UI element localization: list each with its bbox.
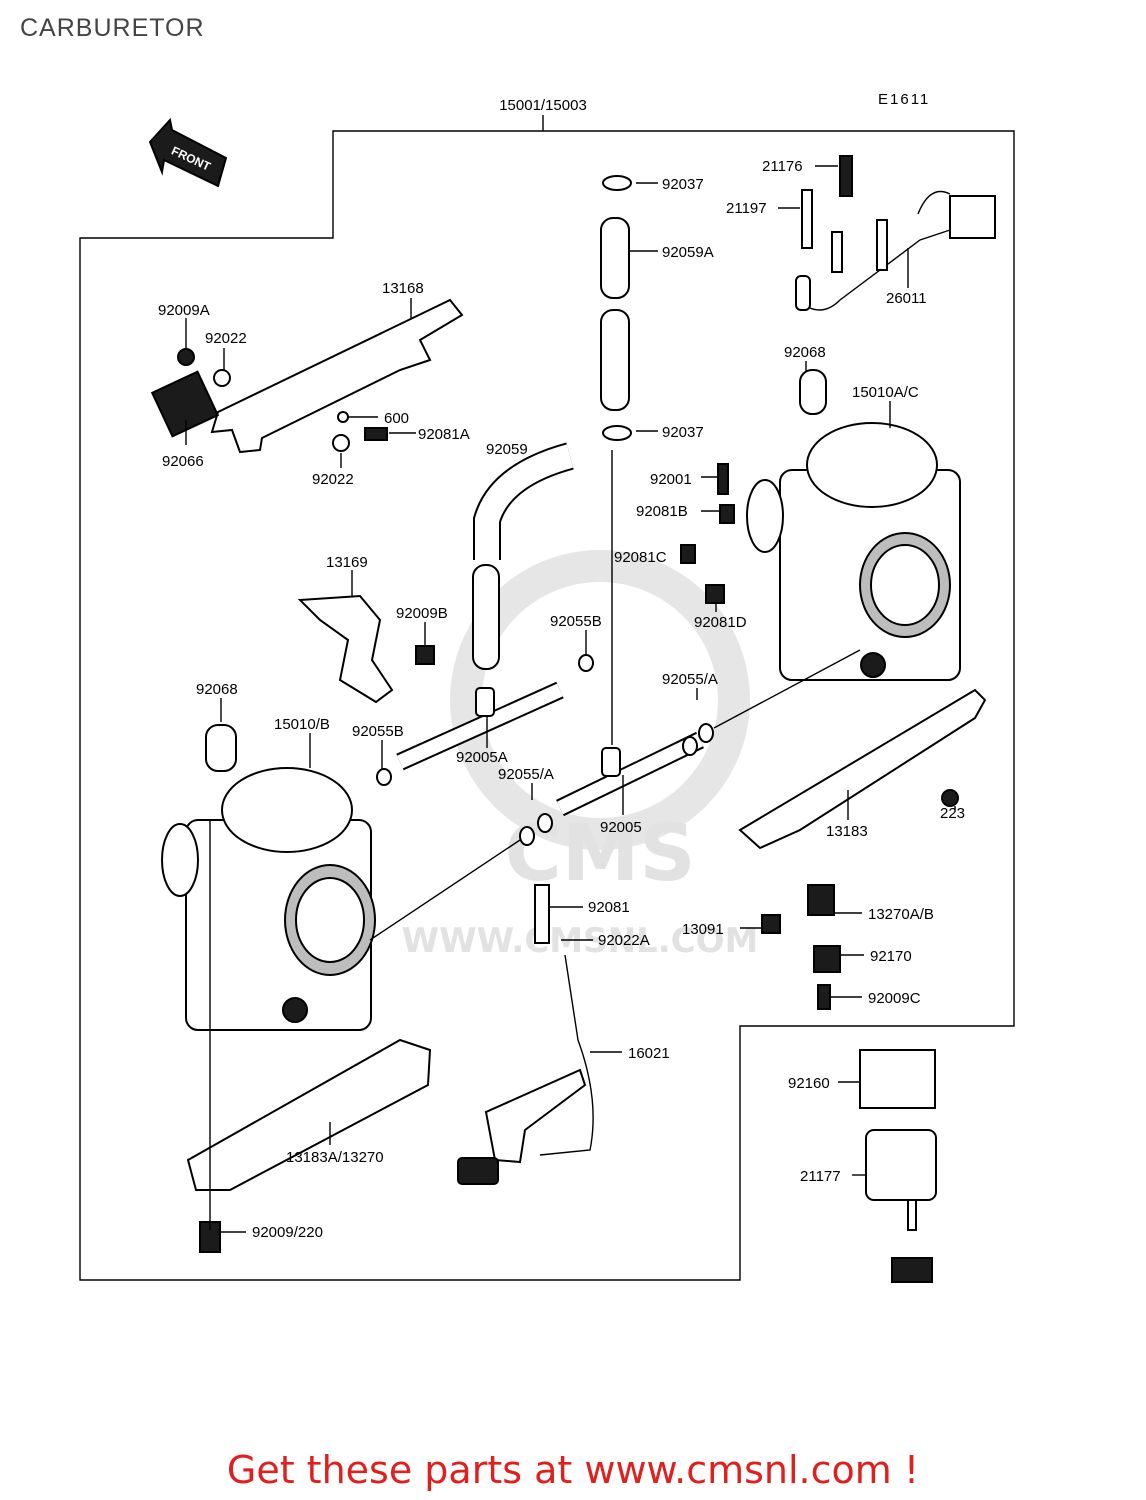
hose-92059-fill	[475, 444, 574, 560]
assembly-outline	[79, 130, 1015, 1281]
label-92022-top: 92022	[205, 330, 247, 347]
label-92005: 92005	[600, 819, 642, 836]
label-13169: 13169	[326, 554, 368, 571]
label-92009C: 92009C	[868, 990, 921, 1007]
label-92081A: 92081A	[418, 426, 470, 443]
label-92170: 92170	[870, 948, 912, 965]
leader-lines	[185, 165, 956, 1233]
diagram-code: E1611	[878, 91, 930, 108]
footer-link[interactable]: Get these parts at www.cmsnl.com !	[226, 1448, 920, 1492]
label-92068-right: 92068	[784, 344, 826, 361]
label-92081B: 92081B	[636, 503, 688, 520]
label-92081C: 92081C	[614, 549, 667, 566]
label-13183A: 13183A/13270	[286, 1149, 384, 1166]
label-92009A: 92009A	[158, 302, 210, 319]
label-15010B: 15010/B	[274, 716, 330, 733]
label-600: 600	[384, 410, 409, 427]
bracket-13169	[297, 594, 394, 704]
label-92160: 92160	[788, 1075, 830, 1092]
bracket-13168	[210, 298, 464, 454]
label-21177: 21177	[800, 1168, 841, 1185]
hose-92059-lower	[472, 564, 500, 670]
label-92068-left: 92068	[196, 681, 238, 698]
watermark-url-text: WWW.CMSNL.COM	[402, 921, 759, 961]
label-92022A: 92022A	[598, 932, 650, 949]
label-92081: 92081	[588, 899, 630, 916]
stay-13183A	[186, 1038, 432, 1191]
label-92081D: 92081D	[694, 614, 747, 631]
label-92009B: 92009B	[396, 605, 448, 622]
throttle-cable	[457, 884, 594, 1185]
small-hardware	[177, 348, 959, 1283]
label-92059: 92059	[486, 441, 528, 458]
label-26011: 26011	[886, 290, 927, 307]
label-92055A-mid: 92055/A	[498, 766, 554, 783]
stay-13183	[738, 688, 987, 850]
label-21176: 21176	[762, 158, 803, 175]
label-13168: 13168	[382, 280, 424, 297]
label-223: 223	[940, 805, 965, 822]
label-16021: 16021	[628, 1045, 670, 1062]
label-92055B-left: 92055B	[352, 723, 404, 740]
label-13183: 13183	[826, 823, 868, 840]
part-labels: E1611 15001/15003 21176 92037 21197 9205…	[158, 91, 965, 1241]
carburetor-right	[746, 369, 961, 681]
label-92055B-top: 92055B	[550, 613, 602, 630]
label-92055A-right: 92055/A	[662, 671, 718, 688]
front-arrow: FRONT	[148, 117, 228, 188]
label-92059A: 92059A	[662, 244, 714, 261]
label-92009-220: 92009/220	[252, 1224, 323, 1241]
sensor-harness	[795, 155, 996, 311]
fuel-hose-assembly	[600, 175, 632, 745]
label-92066: 92066	[162, 453, 204, 470]
label-92001: 92001	[650, 471, 692, 488]
label-92037-bottom: 92037	[662, 424, 704, 441]
page-title: CARBURETOR	[20, 14, 205, 42]
label-92037-top: 92037	[662, 176, 704, 193]
label-13270AB: 13270A/B	[868, 906, 934, 923]
label-92005A: 92005A	[456, 749, 508, 766]
label-92022-bottom: 92022	[312, 471, 354, 488]
damper-92066	[150, 370, 220, 438]
label-15001: 15001/15003	[499, 97, 587, 114]
label-13091: 13091	[682, 921, 724, 938]
fuel-joints	[376, 654, 714, 846]
carburetor-left	[161, 724, 376, 1031]
label-15010AC: 15010A/C	[852, 384, 919, 401]
label-21197: 21197	[726, 200, 767, 217]
